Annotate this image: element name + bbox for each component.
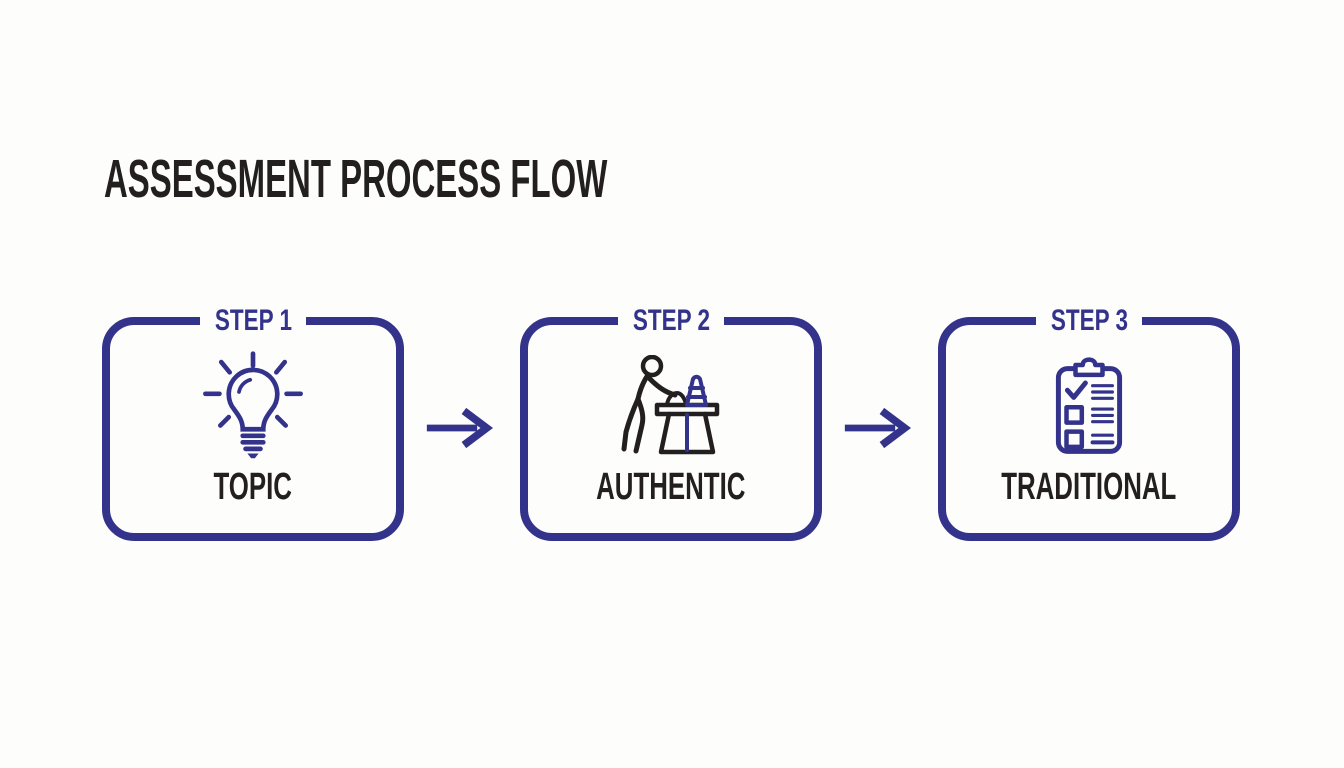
step-name: TRADITIONAL: [1001, 466, 1177, 508]
step-label-tab: STEP 2: [618, 306, 724, 336]
step-name: AUTHENTIC: [596, 466, 746, 508]
page-title: ASSESSMENT PROCESS FLOW: [104, 149, 608, 209]
step-label: STEP 2: [632, 304, 710, 337]
step-label: STEP 3: [1050, 304, 1128, 337]
arrow-right-icon: [844, 407, 912, 449]
step-label-tab: STEP 1: [200, 306, 306, 336]
step-label: STEP 1: [214, 304, 292, 337]
arrow-right-icon: [426, 407, 494, 449]
lightbulb-icon: [193, 349, 313, 461]
step-box-authentic: STEP 2: [520, 306, 822, 541]
step-name: TOPIC: [213, 466, 293, 508]
step-label-tab: STEP 3: [1036, 306, 1142, 336]
person-at-desk-icon: [611, 349, 731, 461]
clipboard-checklist-icon: [1029, 349, 1149, 461]
step-box-topic: STEP 1: [102, 306, 404, 541]
step-box-traditional: STEP 3: [938, 306, 1240, 541]
